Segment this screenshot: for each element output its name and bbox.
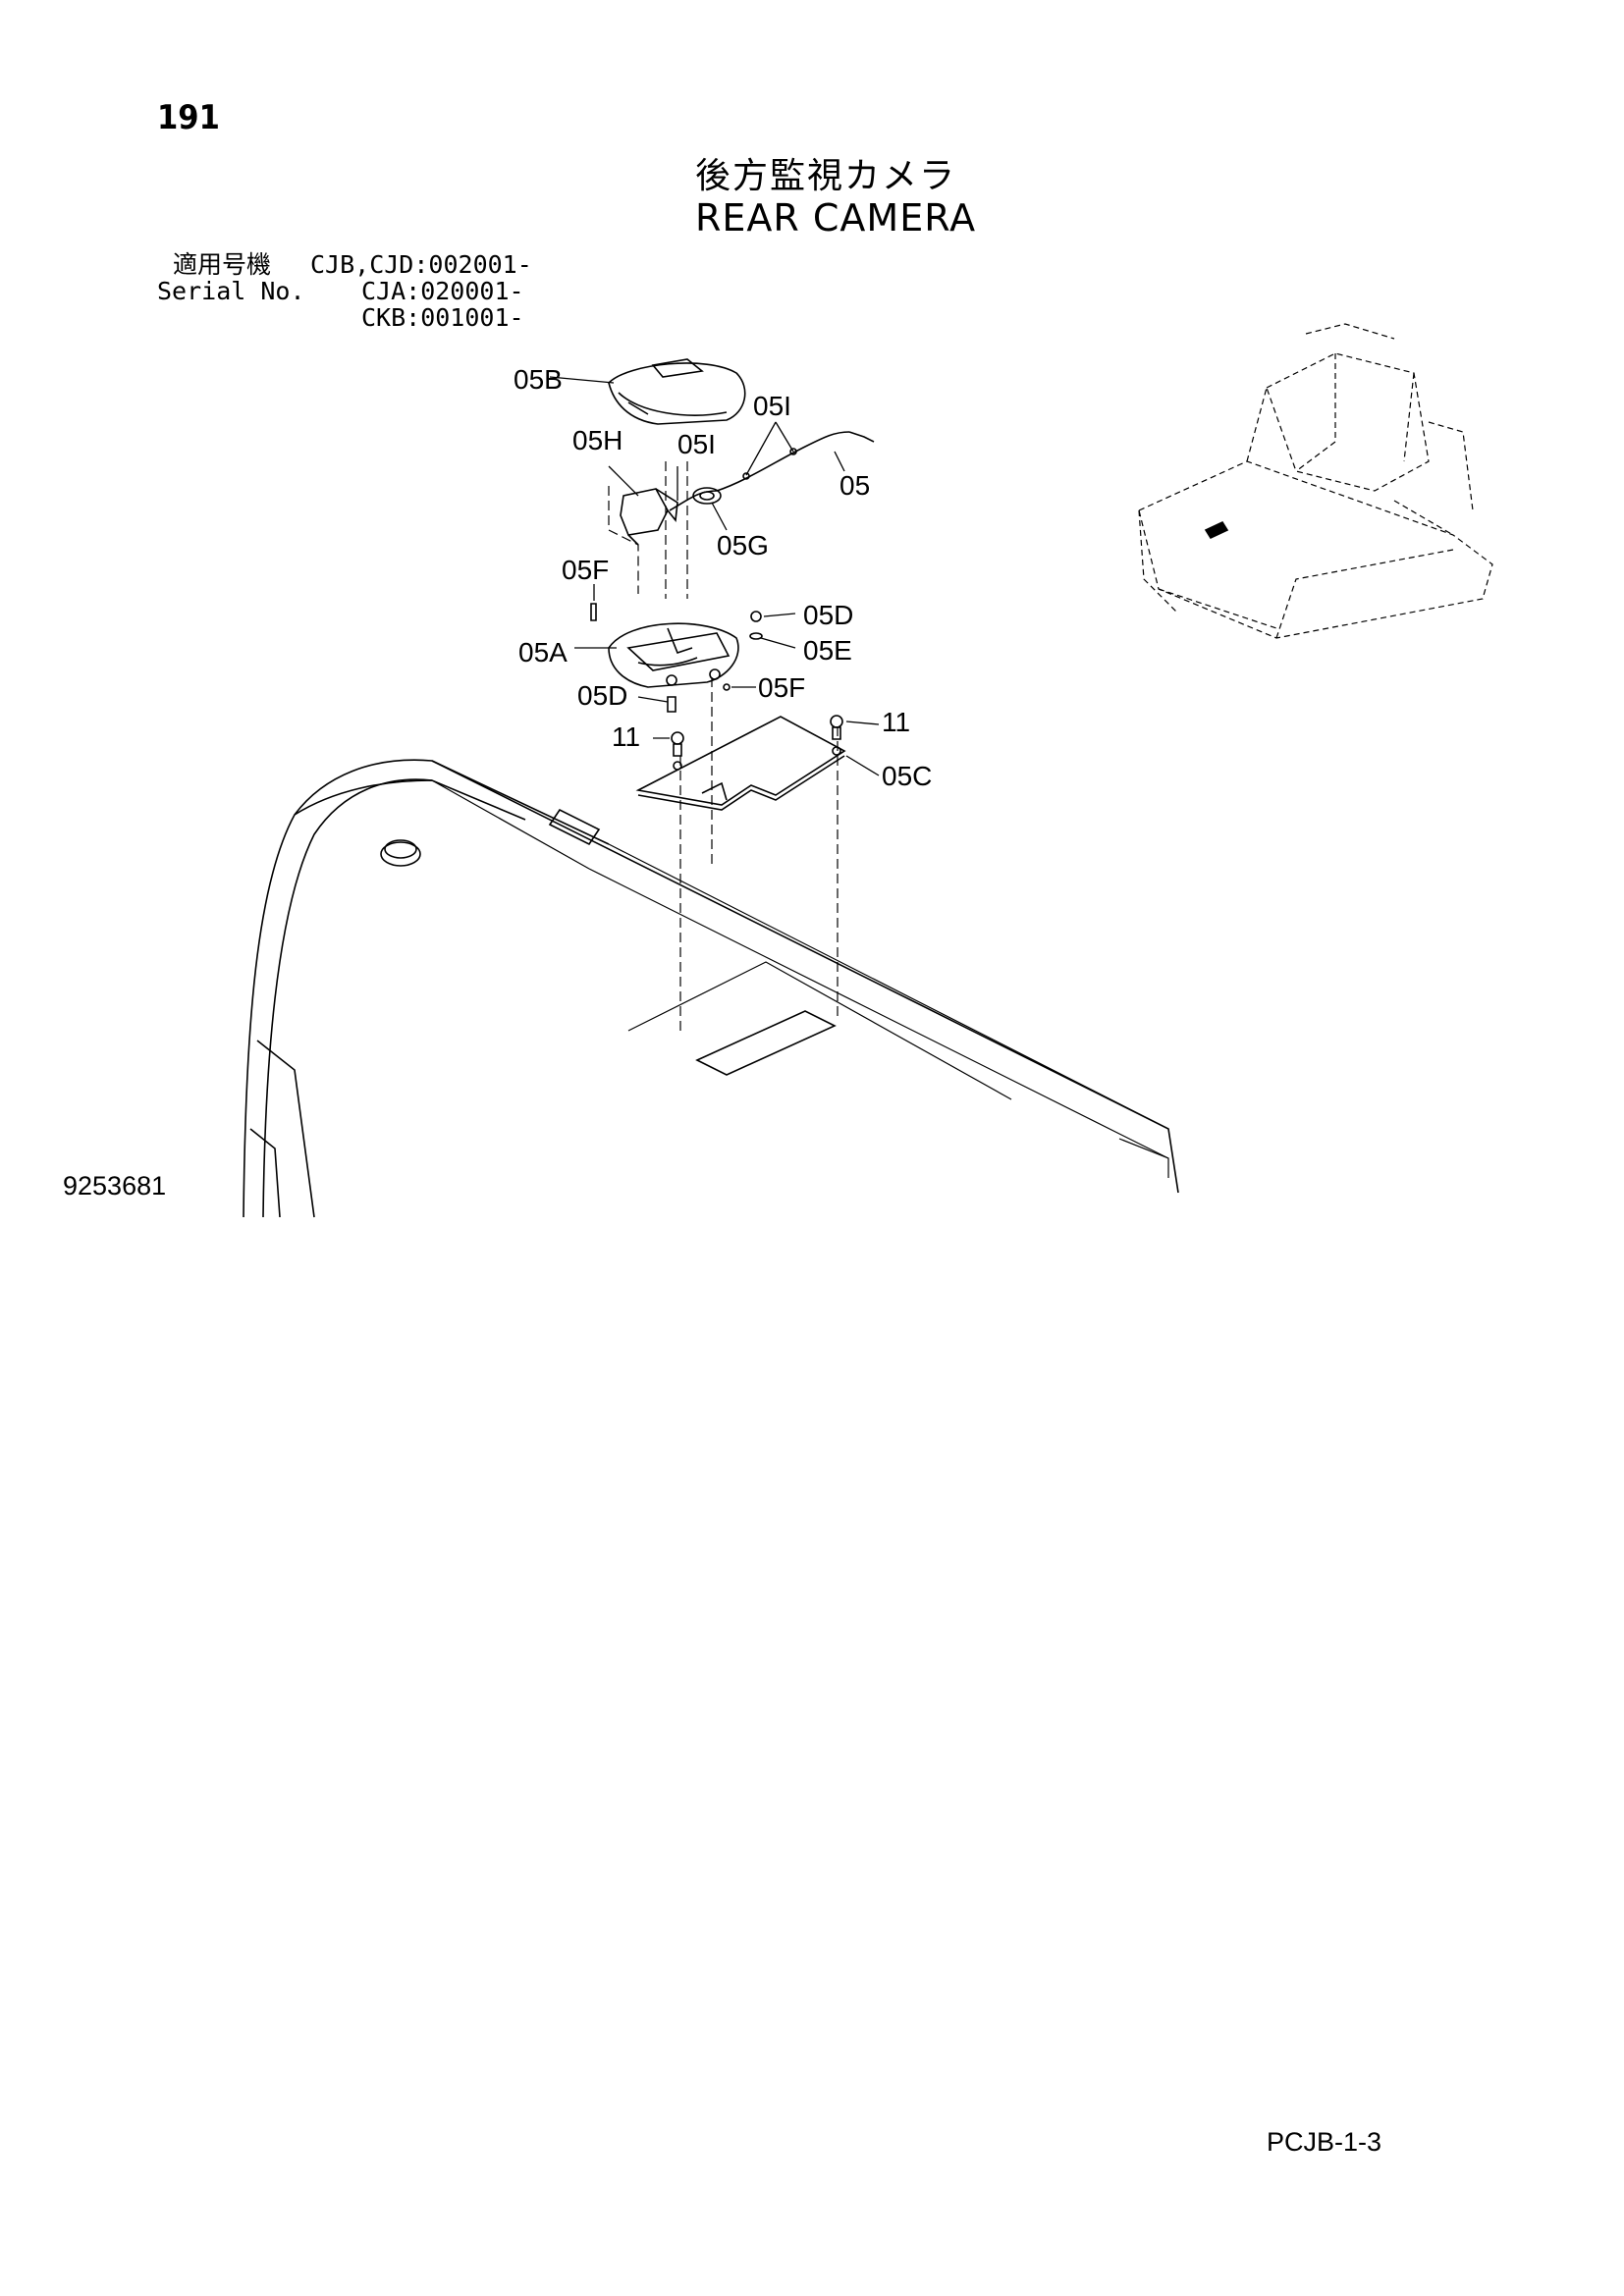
callout-05D-right: 05D — [803, 600, 853, 630]
callout-05F-upper: 05F — [562, 555, 609, 585]
camera-cover-05B — [608, 358, 746, 425]
callout-05A: 05A — [518, 637, 568, 667]
callout-05F-lower: 05F — [758, 672, 805, 703]
fasteners — [590, 603, 843, 757]
callout-05I-lower: 05I — [677, 429, 716, 459]
callout-05I-upper: 05I — [753, 391, 791, 421]
serial-line-3: CKB:001001- — [361, 303, 524, 332]
serial-label-en: Serial No. — [157, 277, 305, 305]
serial-label-jp: 適用号機 — [173, 250, 272, 279]
camera-unit-05H — [620, 488, 678, 546]
callout-11-right: 11 — [882, 707, 910, 737]
exploded-parts-diagram: 05B 05I 05H 05I 05 05G 05F 05D 05E 05A 0… — [243, 323, 1493, 1218]
page-number: 191 — [157, 98, 220, 137]
inset-camera-marker — [1204, 520, 1229, 540]
callout-05G: 05G — [717, 530, 769, 561]
serial-line-1: CJB,CJD:002001- — [310, 250, 532, 279]
leader-lines — [549, 376, 880, 776]
page-code: PCJB-1-3 — [1267, 2127, 1382, 2157]
drawing-number: 9253681 — [63, 1171, 167, 1201]
callout-05E: 05E — [803, 635, 852, 666]
serial-line-2: CJA:020001- — [361, 277, 524, 305]
machine-inset — [1138, 323, 1493, 639]
title-english: REAR CAMERA — [695, 196, 977, 240]
bracket-05A — [608, 622, 739, 688]
title-japanese: 後方監視カメラ — [695, 156, 957, 196]
callout-05: 05 — [839, 470, 870, 501]
filler-cap — [380, 841, 421, 867]
callout-05D-left: 05D — [577, 680, 627, 711]
callout-05B: 05B — [514, 364, 563, 395]
callout-05H: 05H — [572, 425, 623, 455]
callout-05C: 05C — [882, 761, 932, 791]
counterweight-outline — [243, 759, 1179, 1218]
harness-05I — [669, 431, 875, 511]
mounting-plate-05C — [635, 716, 846, 811]
callout-11-left: 11 — [612, 721, 640, 752]
